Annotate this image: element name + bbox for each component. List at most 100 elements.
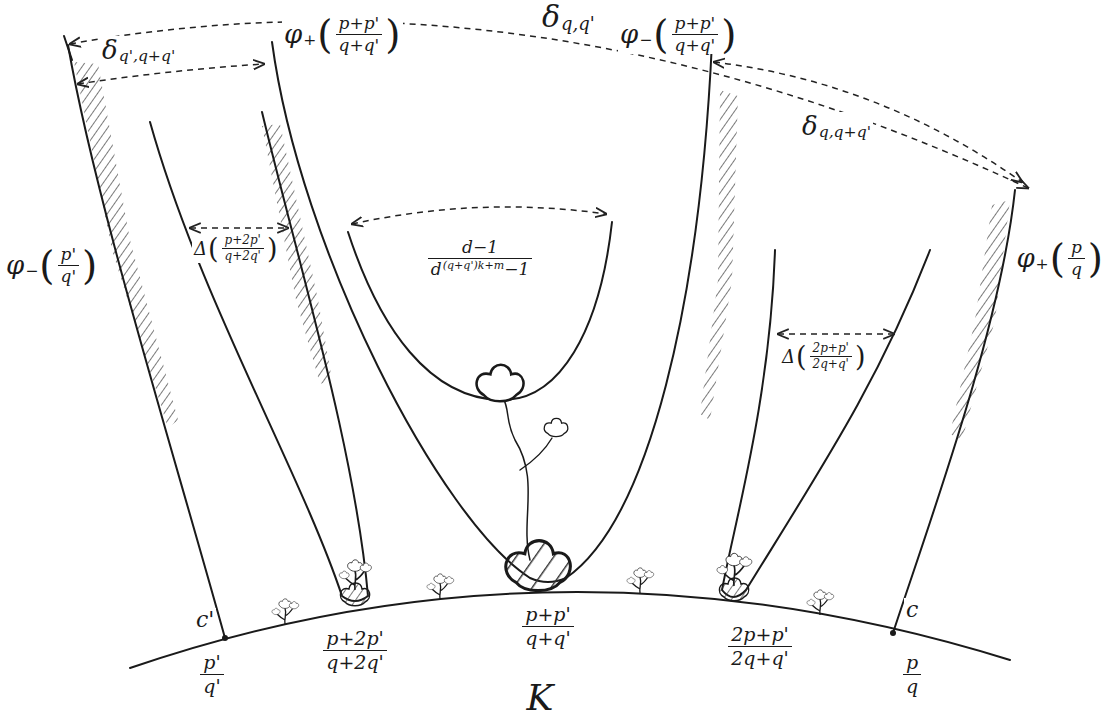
math-text: c' xyxy=(196,608,214,632)
math-text: δ xyxy=(802,112,818,141)
math-text: −1 xyxy=(504,260,529,279)
subscript: + xyxy=(1036,256,1049,273)
math-text: q+2q' xyxy=(326,652,384,673)
math-text: q+q' xyxy=(339,36,380,55)
fraction-numerator: p+p' xyxy=(336,14,383,35)
math-text: Δ xyxy=(782,347,795,367)
fraction-denominator: q' xyxy=(58,266,80,286)
math-text: 2q+q' xyxy=(731,648,789,669)
fraction-numerator: p+2p' xyxy=(222,234,264,249)
fraction: p'q' xyxy=(200,652,223,697)
math-label: δq,q+q' xyxy=(800,112,873,141)
math-text: p+p' xyxy=(675,14,716,33)
math-text: p' xyxy=(61,245,77,264)
fraction-denominator: q xyxy=(903,675,921,697)
fraction-numerator: p' xyxy=(200,652,223,675)
math-label: φ−( p' q') xyxy=(4,245,100,285)
math-text: p xyxy=(906,652,918,673)
parenthesis: ) xyxy=(267,235,278,262)
math-text: 2q+q' xyxy=(813,358,849,371)
math-label: φ+(p+p'q+q') xyxy=(282,14,403,54)
math-text: δ xyxy=(102,36,118,65)
math-text: δ xyxy=(542,0,560,33)
math-text: q xyxy=(906,676,918,697)
fraction-denominator: q xyxy=(1068,259,1085,279)
fraction: pq xyxy=(1068,238,1085,278)
fraction: 2p+p' 2q+q' xyxy=(810,342,852,371)
math-text: q' xyxy=(61,267,77,286)
math-label: p'q' xyxy=(196,652,227,697)
parenthesis: ) xyxy=(82,246,97,285)
fraction-denominator: q+2q' xyxy=(323,651,387,673)
fraction: p+p' q+q' xyxy=(672,14,719,54)
subscript: − xyxy=(25,263,38,280)
math-label: 2p+p'2q+q' xyxy=(724,624,796,669)
fraction-denominator: 2q+q' xyxy=(728,647,792,669)
superscript: (q+q')k+m xyxy=(443,260,504,272)
math-label: K xyxy=(525,678,556,718)
fraction-denominator: q+q' xyxy=(336,35,383,55)
math-label: pq xyxy=(899,652,925,697)
math-text: φ xyxy=(6,251,24,280)
math-text: 2p+p' xyxy=(813,342,849,355)
math-text: φ xyxy=(1016,244,1034,273)
parenthesis: ( xyxy=(796,343,807,370)
math-text: p xyxy=(1071,238,1082,257)
math-text: p+p' xyxy=(339,14,380,33)
fraction: p+p' q+q' xyxy=(336,14,383,54)
math-text: c xyxy=(906,598,918,622)
parenthesis: ) xyxy=(385,15,400,54)
fraction: 2p+p'2q+q' xyxy=(728,624,792,669)
fraction-numerator: p xyxy=(1068,238,1085,259)
fraction: p+p' q+q' xyxy=(522,604,573,649)
fraction-denominator: q+q' xyxy=(522,627,573,649)
fraction-numerator: p+p' xyxy=(672,14,719,35)
fraction-denominator: 2q+q' xyxy=(810,357,852,371)
parenthesis: ) xyxy=(855,343,866,370)
math-text: q+q' xyxy=(525,628,570,649)
subscript: q',q+q' xyxy=(119,48,176,65)
subscript: − xyxy=(639,32,652,49)
math-label: Δ(2p+p' 2q+q') xyxy=(780,342,868,371)
math-label: δq,q' xyxy=(540,0,597,33)
math-text: p+p' xyxy=(525,604,570,625)
parenthesis: ( xyxy=(39,246,54,285)
parenthesis: ( xyxy=(317,15,332,54)
fraction-numerator: p xyxy=(903,652,921,675)
fraction-denominator: q+q' xyxy=(672,35,719,55)
fraction: p+2p' q+2q' xyxy=(222,234,264,263)
parenthesis: ) xyxy=(1088,239,1103,278)
fraction-denominator: q' xyxy=(200,675,223,697)
math-text: q+2q' xyxy=(225,250,261,263)
math-text: K xyxy=(527,678,554,718)
fraction: d−1d(q+q')k+m−1 xyxy=(428,238,532,278)
math-text: p' xyxy=(203,652,220,673)
math-label: d−1d(q+q')k+m−1 xyxy=(424,238,536,278)
math-label: Δ(p+2p'q+2q') xyxy=(192,234,280,263)
subscript: q,q+q' xyxy=(819,124,871,141)
parenthesis: ) xyxy=(721,15,736,54)
math-label: φ+(pq) xyxy=(1014,238,1106,278)
math-text: d xyxy=(431,260,442,279)
math-text: q+q' xyxy=(675,36,716,55)
math-text: p+2p' xyxy=(326,628,384,649)
math-label: c xyxy=(904,598,920,622)
fraction-numerator: d−1 xyxy=(428,238,532,259)
fraction-numerator: p+p' xyxy=(522,604,573,627)
math-label: p+2p' q+2q' xyxy=(319,628,391,673)
parenthesis: ( xyxy=(1050,239,1065,278)
parenthesis: ( xyxy=(653,15,668,54)
math-label: c' xyxy=(194,608,216,632)
math-label: p+p' q+q' xyxy=(518,604,577,649)
math-label: δq',q+q' xyxy=(100,36,177,65)
fraction-numerator: p' xyxy=(58,245,80,266)
fraction-denominator: d(q+q')k+m−1 xyxy=(428,259,532,279)
math-text: d−1 xyxy=(462,238,498,257)
math-text: φ xyxy=(284,20,302,49)
parenthesis: ( xyxy=(208,235,219,262)
math-text: p+2p' xyxy=(225,234,261,247)
math-label: φ−(p+p'q+q') xyxy=(618,14,739,54)
fraction: p+2p' q+2q' xyxy=(323,628,387,673)
fraction-denominator: q+2q' xyxy=(222,249,264,263)
